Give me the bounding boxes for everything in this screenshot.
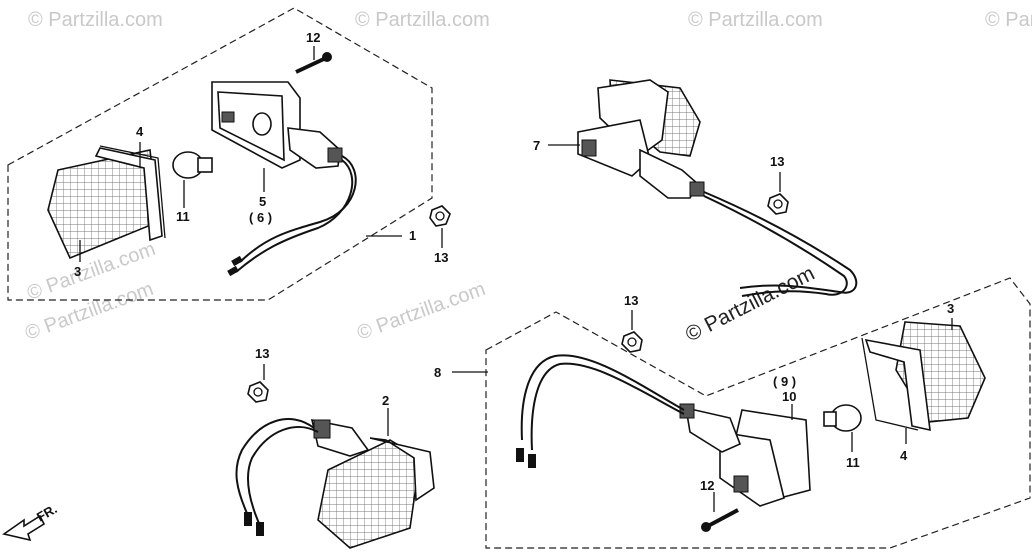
nut-part — [429, 205, 451, 227]
wire-harness — [703, 191, 858, 294]
callout-label: 4 — [136, 124, 144, 139]
callout-label: 12 — [306, 30, 320, 45]
callout-label: 8 — [434, 365, 441, 380]
watermark-text: © Partzilla.com — [28, 9, 163, 31]
nut-part — [767, 193, 789, 215]
callout-label: 1 — [409, 228, 416, 243]
wire-harness — [235, 418, 315, 521]
callout-label: ( 6 ) — [249, 210, 272, 225]
gasket-edge — [99, 145, 166, 239]
watermark-layer: © Partzilla.com © Partzilla.com © Partzi… — [22, 9, 1032, 346]
assembly-boundary — [7, 7, 433, 301]
callout-label: 4 — [900, 448, 908, 463]
callout-label: 12 — [700, 478, 714, 493]
nut-part — [621, 331, 643, 353]
callout-label: 2 — [382, 393, 389, 408]
bulb-part — [172, 151, 213, 179]
watermark-text-large: © Partzilla.com — [682, 262, 819, 347]
assembly-rear-left — [452, 277, 1031, 549]
callout-label: 11 — [176, 209, 190, 224]
nut-part — [247, 381, 269, 403]
watermark-text: © Partzilla.com — [354, 278, 488, 345]
lens-part — [317, 439, 421, 549]
watermark-text: © Partzilla.com — [355, 9, 490, 31]
front-direction-marker: FR. — [2, 501, 60, 542]
screw-part — [707, 508, 739, 528]
watermark-text: © Partzilla.com — [985, 9, 1032, 31]
callout-label: 5 — [259, 194, 266, 209]
callout-label: 13 — [255, 346, 269, 361]
callout-label: 13 — [434, 250, 448, 265]
bulb-part — [823, 404, 862, 432]
callout-label: ( 9 ) — [773, 374, 796, 389]
assembly-boundary — [485, 277, 1031, 549]
wire-harness — [520, 354, 685, 441]
callout-label: 10 — [782, 389, 796, 404]
callout-label: 3 — [947, 301, 954, 316]
housing-part — [369, 437, 435, 502]
gasket-part — [864, 338, 931, 432]
screw-part — [295, 56, 327, 74]
housing-part — [211, 81, 343, 169]
callout-label: 13 — [624, 293, 638, 308]
housing-part — [597, 79, 669, 158]
wire-harness — [235, 159, 354, 273]
callout-label: 7 — [533, 138, 540, 153]
assembly-front-left — [7, 7, 451, 301]
callout-label: 3 — [74, 264, 81, 279]
gasket-part — [94, 147, 163, 242]
wire-harness — [239, 155, 357, 263]
callout-label: 13 — [770, 154, 784, 169]
housing-part — [679, 403, 811, 507]
callout-labels: 1 2 3 3 4 4 5 ( 6 ) 7 8 ( 9 ) 10 11 11 1… — [74, 30, 954, 493]
arrow-icon — [2, 514, 46, 542]
turn-signal-rear-right — [548, 79, 858, 297]
watermark-text: © Partzilla.com — [688, 9, 823, 31]
callout-label: 11 — [846, 455, 860, 470]
turn-signal-front-left — [235, 364, 435, 549]
